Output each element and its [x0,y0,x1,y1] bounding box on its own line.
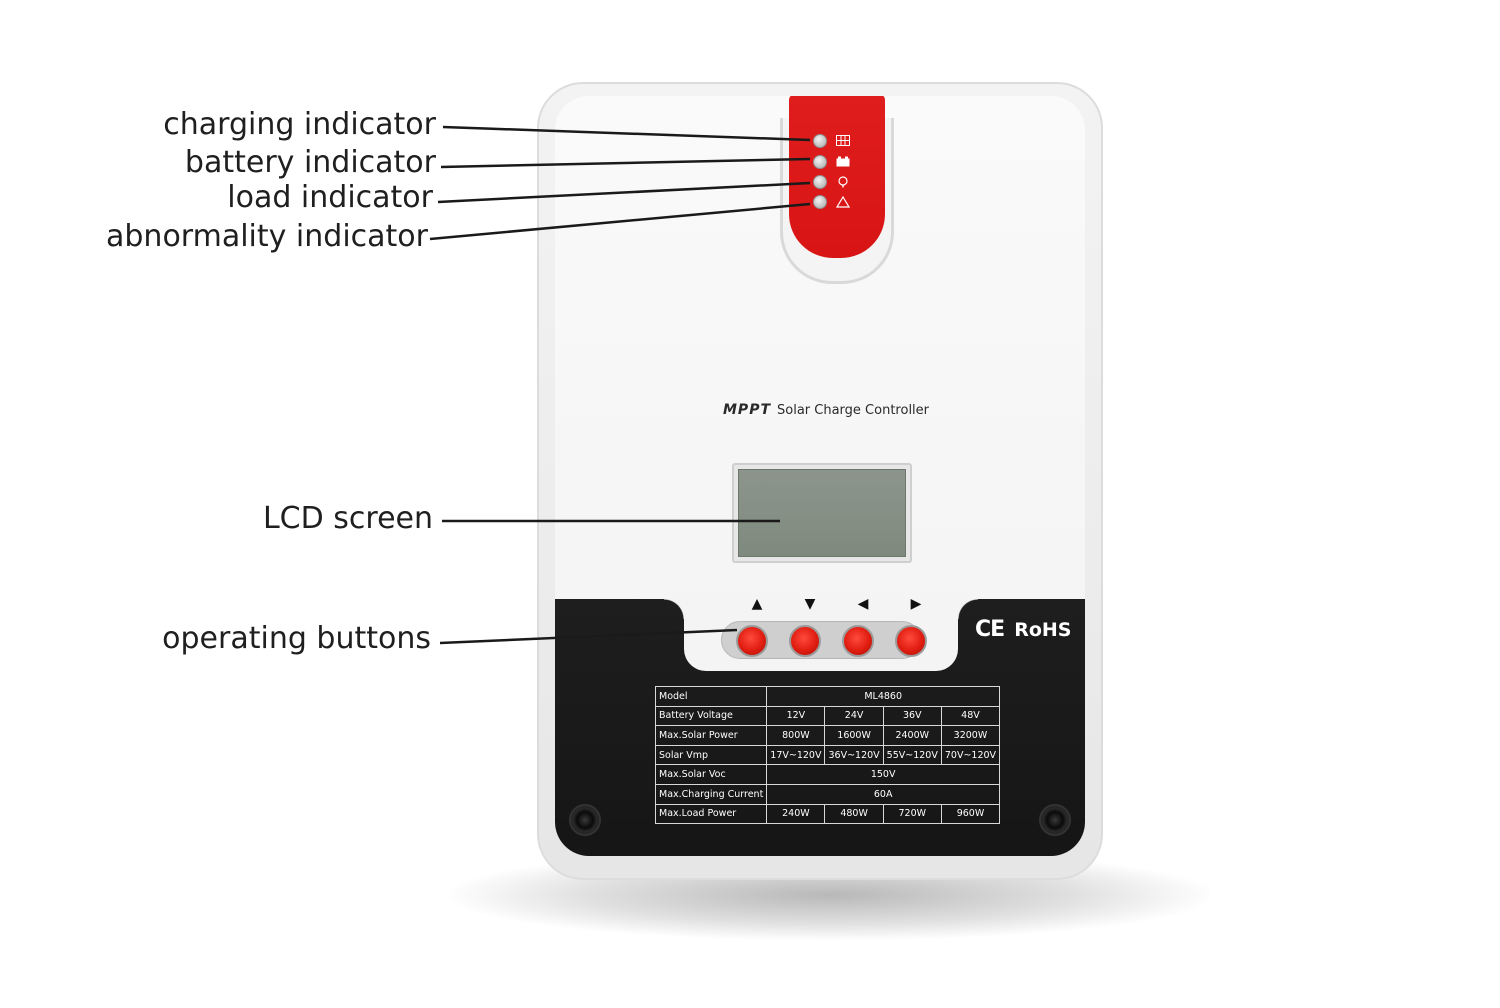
table-cell: 55V~120V [882,744,942,766]
spec-table: Model ML4860 Battery Voltage 12V 24V 36V… [654,686,1001,825]
table-cell: 70V~120V [940,744,1001,766]
down-button[interactable] [789,625,821,657]
table-row: Max.Solar Voc 150V [654,764,1001,785]
table-cell: 720W [882,803,942,825]
ce-mark: CE [975,617,1005,642]
lcd-screen [738,469,906,557]
table-cell: Max.Solar Power [654,725,768,746]
arrow-up-icon: ▲ [751,596,763,612]
callout-operating-buttons: operating buttons [162,621,431,656]
table-cell: Solar Vmp [654,744,768,766]
left-button[interactable] [842,625,874,657]
callout-charging-indicator: charging indicator [163,107,436,142]
table-cell: 60A [766,783,1001,805]
battery-led [813,155,827,169]
table-cell: 36V [882,705,942,727]
bulb-icon [835,176,851,188]
callout-load-indicator: load indicator [227,180,433,215]
brand-name: Solar Charge Controller [777,403,930,418]
table-row: Solar Vmp 17V~120V 36V~120V 55V~120V 70V… [654,744,1001,766]
table-cell: 24V [824,705,884,727]
device-front-panel: MPPT Solar Charge Controller ▲ ▼ ◀ ▶ CE Ro… [555,96,1085,856]
table-cell: 17V~120V [766,744,826,766]
table-row: Battery Voltage 12V 24V 36V 48V [654,705,1001,727]
screw-right [1039,804,1071,836]
notch-corner [958,599,978,619]
table-cell: ML4860 [766,686,1001,707]
table-cell: 150V [766,764,1001,785]
arrow-left-icon: ◀ [857,596,869,612]
charging-led [813,134,827,148]
table-cell: 48V [940,705,1001,727]
notch-corner [664,599,684,619]
table-cell: 800W [766,725,826,746]
arrow-down-icon: ▼ [804,596,816,612]
right-button[interactable] [895,625,927,657]
operating-buttons-strip [721,621,927,659]
product-brand: MPPT Solar Charge Controller [723,402,929,418]
table-cell: Max.Charging Current [654,783,768,805]
certification-marks: CE RoHS [975,617,1071,642]
arrow-right-icon: ▶ [910,596,922,612]
table-cell: 36V~120V [824,744,884,766]
abnormality-led [813,195,827,209]
table-cell: Battery Voltage [654,705,768,727]
table-cell: Max.Solar Voc [654,764,768,785]
table-cell: 240W [766,803,826,825]
table-row: Max.Charging Current 60A [654,783,1001,805]
brand-mppt: MPPT [723,402,772,418]
load-led [813,175,827,189]
charge-controller-device: MPPT Solar Charge Controller ▲ ▼ ◀ ▶ CE Ro… [537,82,1103,880]
callout-battery-indicator: battery indicator [184,145,436,180]
table-cell: 960W [940,803,1001,825]
screw-left [569,804,601,836]
solar-panel-icon [835,135,851,147]
lcd-frame [732,463,912,563]
table-cell: 3200W [940,725,1001,746]
led-indicator-panel [789,96,885,258]
table-cell: 480W [824,803,884,825]
warning-icon [835,195,851,208]
callout-lcd-screen: LCD screen [262,501,433,536]
table-cell: Max.Load Power [654,803,768,825]
table-cell: 12V [766,705,826,727]
battery-icon [835,156,851,168]
table-cell: 2400W [882,725,942,746]
table-cell: 1600W [824,725,884,746]
table-row: Model ML4860 [654,686,1001,707]
callout-abnormality-indicator: abnormality indicator [106,219,428,254]
table-row: Max.Load Power 240W 480W 720W 960W [654,803,1001,825]
rohs-mark: RoHS [1014,619,1072,641]
table-cell: Model [654,686,768,707]
up-button[interactable] [736,625,768,657]
table-row: Max.Solar Power 800W 1600W 2400W 3200W [654,725,1001,746]
